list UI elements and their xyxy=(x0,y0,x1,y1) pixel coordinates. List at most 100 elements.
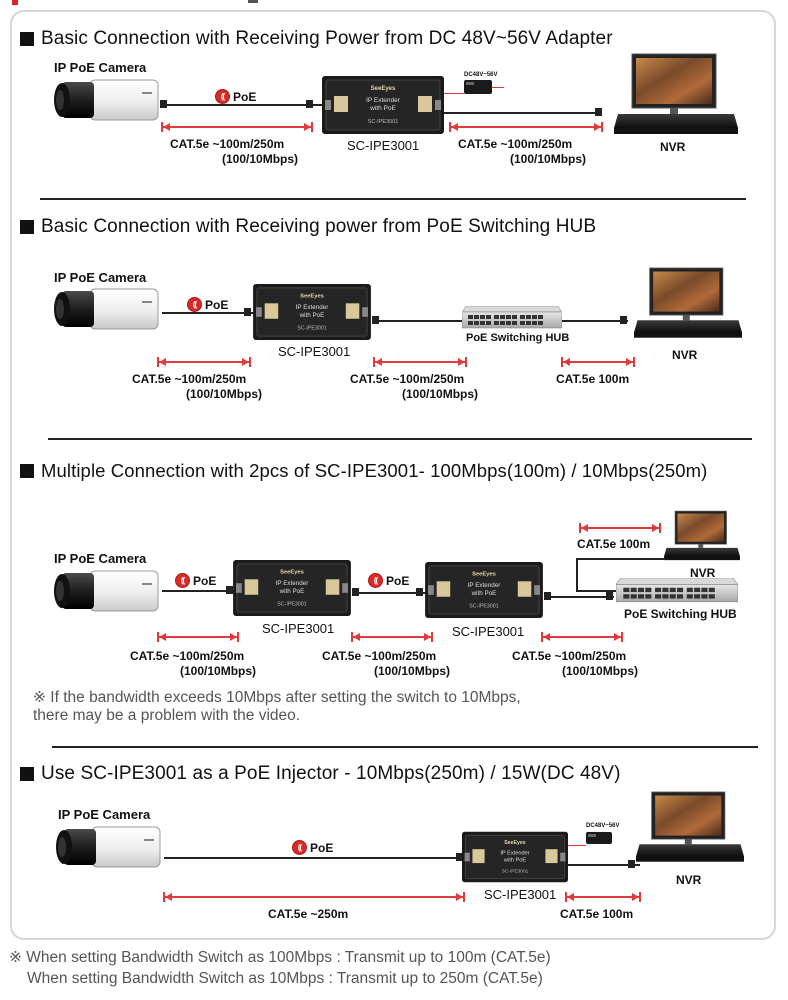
s1-distance-2-sublabel: (100/10Mbps) xyxy=(510,152,587,166)
s2-distance-2-sublabel: (100/10Mbps) xyxy=(402,387,479,401)
s3-plug xyxy=(606,592,613,600)
s2-hub-label: PoE Switching HUB xyxy=(466,332,570,344)
s1-nvr-label: NVR xyxy=(660,140,686,154)
s3-distance-3-sublabel: (100/10Mbps) xyxy=(562,664,639,678)
faceplate-line1: IP Extender xyxy=(500,850,529,856)
s4-adapter-label: DC48V~56V xyxy=(586,823,620,829)
s3-distance-1-label: CAT.5e ~100m/250m xyxy=(130,649,245,663)
section-divider xyxy=(48,438,752,440)
faceplate-brand: SeeEyes xyxy=(371,86,396,92)
section-3-title: Multiple Connection with 2pcs of SC-IPE3… xyxy=(20,460,707,482)
s3-poe-badge-2: PoE xyxy=(368,573,409,588)
s4-camera-label: IP PoE Camera xyxy=(58,807,151,822)
s2-plug xyxy=(244,308,251,316)
section-bullet-icon xyxy=(20,767,34,781)
s4-cable-2 xyxy=(568,864,640,866)
s1-plug xyxy=(595,108,602,116)
s4-distance-1-label: CAT.5e ~250m xyxy=(268,907,349,921)
s1-adapter-wire xyxy=(492,87,504,88)
section-2-title: Basic Connection with Receiving power fr… xyxy=(20,216,596,238)
s3-plug xyxy=(352,588,359,596)
section-4-title-text: Use SC-IPE3001 as a PoE Injector - 10Mbp… xyxy=(41,763,621,784)
s2-distance-1-label: CAT.5e ~100m/250m xyxy=(132,372,247,386)
s2-nvr-label: NVR xyxy=(672,348,698,362)
section-divider xyxy=(40,198,746,200)
s2-nvr-icon xyxy=(634,267,742,338)
footer-note-line-1: ※ When setting Bandwidth Switch as 100Mb… xyxy=(9,949,551,966)
s4-nvr-label: NVR xyxy=(676,873,702,887)
s3-poe-badge-1: PoE xyxy=(175,573,216,588)
s3-distance-3-label: CAT.5e ~100m/250m xyxy=(512,649,627,663)
faceplate-model: SC-IPE3001 xyxy=(502,869,529,875)
s4-extender-device: SeeEyes IP Extender with PoE SC-IPE3001 xyxy=(462,831,568,883)
section-divider xyxy=(52,746,758,748)
s1-adapter-wire xyxy=(444,93,464,94)
section-bullet-icon xyxy=(20,32,34,46)
section-1-title: Basic Connection with Receiving Power fr… xyxy=(20,28,613,50)
s2-camera-label: IP PoE Camera xyxy=(54,270,147,285)
s2-poe-label: PoE xyxy=(205,297,229,312)
s2-distance-3-label: CAT.5e 100m xyxy=(556,372,630,386)
section-3-title-text: Multiple Connection with 2pcs of SC-IPE3… xyxy=(41,460,708,481)
s3-distance-1-sublabel: (100/10Mbps) xyxy=(180,664,257,678)
s1-distance-arrow xyxy=(161,122,313,132)
s2-cable-3 xyxy=(562,320,628,322)
s1-plug xyxy=(160,100,167,108)
s3-distance-2-sublabel: (100/10Mbps) xyxy=(374,664,451,678)
s3-device-label-2: SC-IPE3001 xyxy=(452,624,525,639)
top-edge-dark-mark xyxy=(248,0,258,3)
faceplate-line2: with PoE xyxy=(369,105,396,112)
s1-device-label: SC-IPE3001 xyxy=(347,138,420,153)
s3-plug xyxy=(226,586,233,594)
s3-nvr-distance-label: CAT.5e 100m xyxy=(577,537,651,551)
s1-distance-arrow xyxy=(449,122,603,132)
s3-camera-label: IP PoE Camera xyxy=(54,551,147,566)
s2-plug xyxy=(372,316,379,324)
s4-dc-adapter-icon xyxy=(586,832,612,844)
s1-dc-adapter-icon xyxy=(464,80,492,94)
s3-distance-2-label: CAT.5e ~100m/250m xyxy=(322,649,437,663)
section-bullet-icon xyxy=(20,464,34,478)
section-4-title: Use SC-IPE3001 as a PoE Injector - 10Mbp… xyxy=(20,763,621,785)
s3-plug xyxy=(416,588,423,596)
s1-distance-1-label: CAT.5e ~100m/250m xyxy=(170,137,285,151)
faceplate-line2: with PoE xyxy=(279,588,305,595)
s3-nvr-cable xyxy=(576,558,666,560)
s1-distance-1-sublabel: (100/10Mbps) xyxy=(222,152,299,166)
s3-device-label-1: SC-IPE3001 xyxy=(262,621,335,636)
faceplate-brand: SeeEyes xyxy=(280,570,304,576)
faceplate-line1: IP Extender xyxy=(296,304,329,311)
poe-icon xyxy=(187,297,202,312)
poe-icon xyxy=(215,89,230,104)
faceplate-brand: SeeEyes xyxy=(472,572,496,578)
s4-poe-label: PoE xyxy=(310,840,334,855)
poe-icon xyxy=(292,840,307,855)
s2-distance-arrow xyxy=(157,357,251,367)
faceplate-brand: SeeEyes xyxy=(300,294,324,300)
s4-adapter-wire xyxy=(568,845,586,846)
s3-note-line-1: ※ If the bandwidth exceeds 10Mbps after … xyxy=(33,689,521,706)
faceplate-model: SC-IPE3001 xyxy=(297,325,326,331)
s3-poe-hub-icon xyxy=(616,578,738,603)
s2-plug xyxy=(620,316,627,324)
s3-nvr-label: NVR xyxy=(690,566,716,580)
s1-cable-2 xyxy=(444,112,602,114)
footer-note-line-2: When setting Bandwidth Switch as 10Mbps … xyxy=(27,970,543,987)
s3-distance-arrow xyxy=(351,632,433,642)
top-edge xyxy=(0,0,788,8)
s3-poe-label-1: PoE xyxy=(193,573,217,588)
faceplate-model: SC-IPE3001 xyxy=(368,119,399,125)
s1-camera-label: IP PoE Camera xyxy=(54,60,147,75)
faceplate-line2: with PoE xyxy=(471,590,497,597)
s1-poe-badge: PoE xyxy=(215,89,256,104)
s3-distance-arrow xyxy=(541,632,623,642)
poe-icon xyxy=(368,573,383,588)
s4-plug xyxy=(456,853,463,861)
s3-cable-1 xyxy=(162,590,236,592)
s4-distance-arrow xyxy=(163,892,465,902)
diagram-frame xyxy=(10,10,776,940)
faceplate-line1: IP Extender xyxy=(366,97,401,104)
s2-poe-hub-icon xyxy=(462,306,562,329)
s3-nvr-cable-vertical xyxy=(576,558,578,590)
s1-cable-1 xyxy=(162,104,324,106)
